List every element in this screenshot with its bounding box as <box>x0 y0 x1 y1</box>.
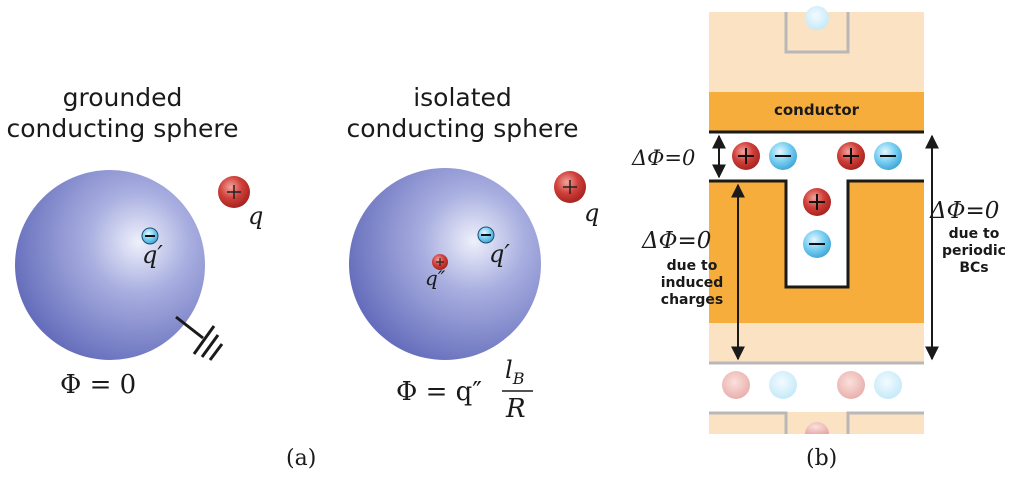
induced-note-line-2: induced <box>660 275 724 291</box>
grounded-sphere <box>15 170 205 360</box>
right-potential-denominator: R <box>506 394 526 424</box>
numerator-subscript-b: B <box>512 368 525 388</box>
charge-q-left <box>218 176 250 208</box>
right-title: isolated conducting sphere <box>340 82 585 144</box>
label-q-prime-left: q′ <box>142 241 163 269</box>
slot-charges <box>803 188 831 258</box>
conductor-label: conductor <box>773 101 860 119</box>
left-title: grounded conducting sphere <box>0 82 245 144</box>
periodic-note: due to periodic BCs <box>934 226 1014 277</box>
caption-b: (b) <box>806 446 837 471</box>
periodic-note-line-2: periodic <box>942 243 1006 259</box>
label-q-left: q <box>248 202 264 230</box>
image-charge-q-double-prime <box>432 254 448 270</box>
delta-phi-periodic: ΔΦ=0 <box>930 198 1000 224</box>
faded-image-charges <box>722 371 902 399</box>
electrode-with-slot <box>709 181 924 323</box>
induced-note-line-3: charges <box>660 292 724 308</box>
label-q-right-text: q <box>584 199 600 227</box>
label-q-prime-right: q′ <box>489 240 510 268</box>
caption-a: (a) <box>286 446 316 471</box>
image-charge-q-prime-grounded <box>141 227 159 245</box>
induced-note: due to induced charges <box>652 258 732 309</box>
image-charge-q-prime-isolated <box>477 226 495 244</box>
left-potential: Φ = 0 <box>60 370 137 400</box>
right-potential-prefix: Φ = q″ <box>396 377 482 407</box>
induced-note-line-1: due to <box>666 258 718 274</box>
left-title-line-1: grounded <box>62 83 183 112</box>
left-title-line-2: conducting sphere <box>6 114 239 143</box>
delta-phi-gap: ΔΦ=0 <box>632 146 696 170</box>
gap-charges <box>732 142 902 170</box>
ground-symbol-icon <box>175 315 224 361</box>
periodic-note-line-1: due to <box>948 226 1000 242</box>
right-potential-numerator: lB <box>505 356 524 388</box>
charge-q-right <box>554 171 586 203</box>
caption-a-text: (a) <box>286 446 317 471</box>
numerator-l: l <box>505 356 513 384</box>
right-title-line-2: conducting sphere <box>346 114 579 143</box>
label-q-double-prime: q″ <box>425 266 446 290</box>
periodic-image-bottom <box>709 323 924 363</box>
right-title-line-1: isolated <box>413 83 512 112</box>
periodic-note-line-3: BCs <box>959 260 989 276</box>
caption-b-text: (b) <box>806 446 838 471</box>
delta-phi-induced: ΔΦ=0 <box>642 228 712 254</box>
conductor-bar <box>709 92 924 132</box>
